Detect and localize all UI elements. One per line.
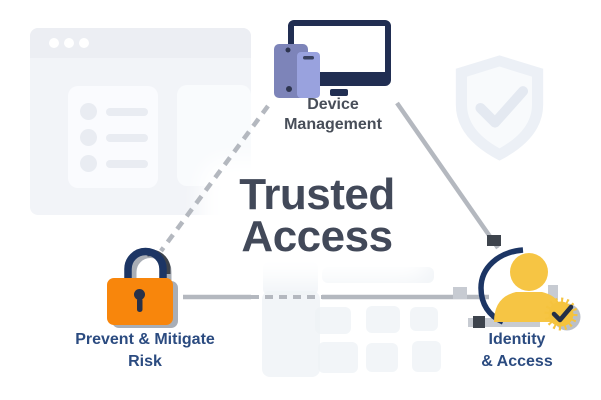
list-bullet-icon (80, 155, 97, 172)
list-line (106, 107, 148, 116)
connector-device-to-lock (159, 104, 270, 253)
keyboard-tile (412, 341, 441, 372)
device-label-line-1: Device (307, 96, 359, 113)
verified-badge-icon (544, 297, 581, 331)
desktop-and-mobile-devices-icon (274, 20, 391, 98)
outline-corner-dark (487, 235, 501, 246)
person-outline-arc (478, 247, 524, 325)
prevent-label-line-2: Risk (128, 353, 162, 370)
device-management-label: Device Management (263, 95, 403, 135)
browser-titlebar (30, 28, 251, 58)
identity-shadow-marks (453, 285, 558, 327)
keyhole-icon (134, 289, 145, 312)
lock-shackle (124, 247, 167, 278)
title-line-1: Trusted (239, 170, 395, 219)
window-dot-icon (79, 38, 89, 48)
connector-device-to-identity (395, 101, 500, 250)
shield-check-watermark-icon (455, 55, 544, 161)
mobile-phones-icon (274, 44, 320, 98)
page-title: Trusted Access (197, 170, 437, 261)
verified-user-icon (453, 235, 581, 331)
checkmark-icon (551, 304, 574, 323)
list-row (80, 155, 158, 172)
keyboard-tile (366, 306, 400, 333)
browser-list-card (68, 86, 158, 188)
outline-corner-dark (473, 316, 485, 328)
window-dot-icon (49, 38, 59, 48)
prevent-label-line-1: Prevent & Mitigate (75, 331, 215, 348)
identity-access-label: Identity & Access (447, 329, 587, 373)
keyboard-tile (410, 307, 438, 331)
list-line (106, 159, 148, 168)
window-dot-icon (64, 38, 74, 48)
list-line (106, 133, 148, 142)
list-bullet-icon (80, 129, 97, 146)
heading-glow (200, 158, 432, 280)
list-bullet-icon (80, 103, 97, 120)
person-silhouette (494, 253, 564, 322)
keyboard-tile (318, 342, 358, 373)
device-label-line-2: Management (284, 116, 382, 133)
list-row (80, 129, 158, 146)
keyboard-tile (366, 343, 398, 372)
list-row (80, 103, 158, 120)
padlock-icon (107, 247, 178, 328)
browser-window (30, 28, 251, 215)
keyboard-tile (315, 307, 351, 334)
identity-label-line-2: & Access (481, 353, 553, 370)
prevent-mitigate-risk-label: Prevent & Mitigate Risk (62, 329, 228, 373)
title-line-2: Access (241, 212, 393, 261)
identity-label-line-1: Identity (488, 331, 546, 348)
keyboard-tile (262, 291, 320, 377)
